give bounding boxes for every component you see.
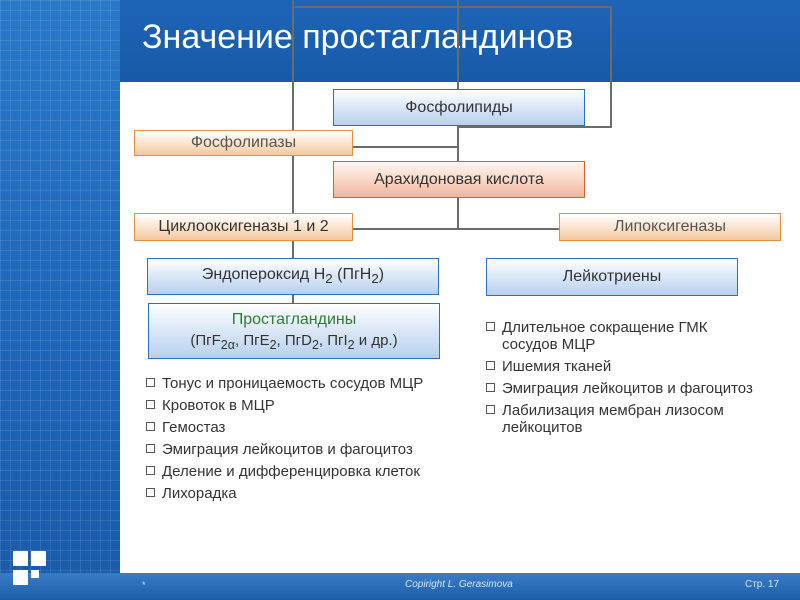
left-grid-pattern bbox=[0, 0, 120, 600]
list-item: Лихорадка bbox=[146, 485, 451, 502]
list-item: Эмиграция лейкоцитов и фагоцитоз bbox=[486, 380, 756, 397]
endoperoxide-box: Эндопероксид H2 (ПгH2) bbox=[147, 258, 439, 295]
arachidonic-acid-label: Арахидоновая кислота bbox=[374, 170, 544, 188]
title-banner bbox=[120, 0, 800, 82]
leukotrienes-box: Лейкотриены bbox=[486, 258, 738, 296]
footer-marker: * bbox=[142, 580, 146, 590]
footer-copyright: Copiright L. Gerasimova bbox=[405, 579, 513, 590]
phospholipases-label: Фосфолипазы bbox=[190, 134, 297, 151]
checkbox-bullet-icon bbox=[146, 466, 155, 475]
checkbox-bullet-icon bbox=[486, 383, 495, 392]
logo-square-1 bbox=[13, 551, 28, 566]
list-item: Длительное сокращение ГМК сосудов МЦР bbox=[486, 319, 756, 353]
prostaglandins-box: Простагландины (ПгF2α, ПгE2, ПгD2, ПгI2 … bbox=[148, 303, 440, 359]
checkbox-bullet-icon bbox=[146, 488, 155, 497]
cyclooxygenases-box: Циклооксигеназы 1 и 2 bbox=[134, 213, 353, 241]
slide-title: Значение простагландинов bbox=[142, 18, 574, 56]
phospholipids-box: Фосфолипиды bbox=[333, 89, 585, 126]
prostaglandin-effects-list: Тонус и проницаемость сосудов МЦР Кровот… bbox=[146, 375, 451, 507]
list-item: Ишемия тканей bbox=[486, 358, 756, 375]
phospholipids-label: Фосфолипиды bbox=[405, 98, 513, 116]
checkbox-bullet-icon bbox=[146, 378, 155, 387]
logo-square-3 bbox=[13, 570, 28, 585]
checkbox-bullet-icon bbox=[486, 361, 495, 370]
logo-square-4 bbox=[31, 570, 39, 578]
checkbox-bullet-icon bbox=[486, 405, 495, 414]
cyclooxygenases-label: Циклооксигеназы 1 и 2 bbox=[158, 218, 329, 235]
endoperoxide-label: Эндопероксид H2 (ПгH2) bbox=[201, 266, 385, 287]
checkbox-bullet-icon bbox=[146, 422, 155, 431]
lipoxygenases-label: Липоксигеназы bbox=[614, 218, 726, 235]
checkbox-bullet-icon bbox=[146, 444, 155, 453]
prostaglandins-label: Простагландины bbox=[231, 311, 357, 328]
list-item: Деление и дифференцировка клеток bbox=[146, 463, 451, 480]
frame-line-top bbox=[292, 6, 612, 8]
prostaglandins-list: (ПгF2α, ПгE2, ПгD2, ПгI2 и др.) bbox=[190, 332, 398, 352]
connector-phospholipases bbox=[352, 146, 458, 148]
arachidonic-acid-box: Арахидоновая кислота bbox=[333, 161, 585, 198]
list-item: Лабилизация мембран лизосом лейкоцитов bbox=[486, 402, 756, 436]
frame-line-right-vertical bbox=[610, 6, 612, 126]
left-sidebar-band bbox=[0, 0, 120, 600]
footer-page-number: Стр. 17 bbox=[745, 579, 780, 590]
lipoxygenases-box: Липоксигеназы bbox=[559, 213, 781, 241]
list-item: Тонус и проницаемость сосудов МЦР bbox=[146, 375, 451, 392]
checkbox-bullet-icon bbox=[486, 322, 495, 331]
connector-branch-horizontal bbox=[352, 228, 560, 230]
list-item: Гемостаз bbox=[146, 419, 451, 436]
leukotriene-effects-list: Длительное сокращение ГМК сосудов МЦР Иш… bbox=[486, 319, 756, 441]
list-item: Эмиграция лейкоцитов и фагоцитоз bbox=[146, 441, 451, 458]
logo-square-2 bbox=[31, 551, 46, 566]
list-item: Кровоток в МЦР bbox=[146, 397, 451, 414]
leukotrienes-label: Лейкотриены bbox=[562, 268, 662, 285]
phospholipases-box: Фосфолипазы bbox=[134, 130, 353, 156]
connector-right-horizontal bbox=[457, 126, 612, 128]
footer-bar bbox=[0, 573, 800, 600]
checkbox-bullet-icon bbox=[146, 400, 155, 409]
